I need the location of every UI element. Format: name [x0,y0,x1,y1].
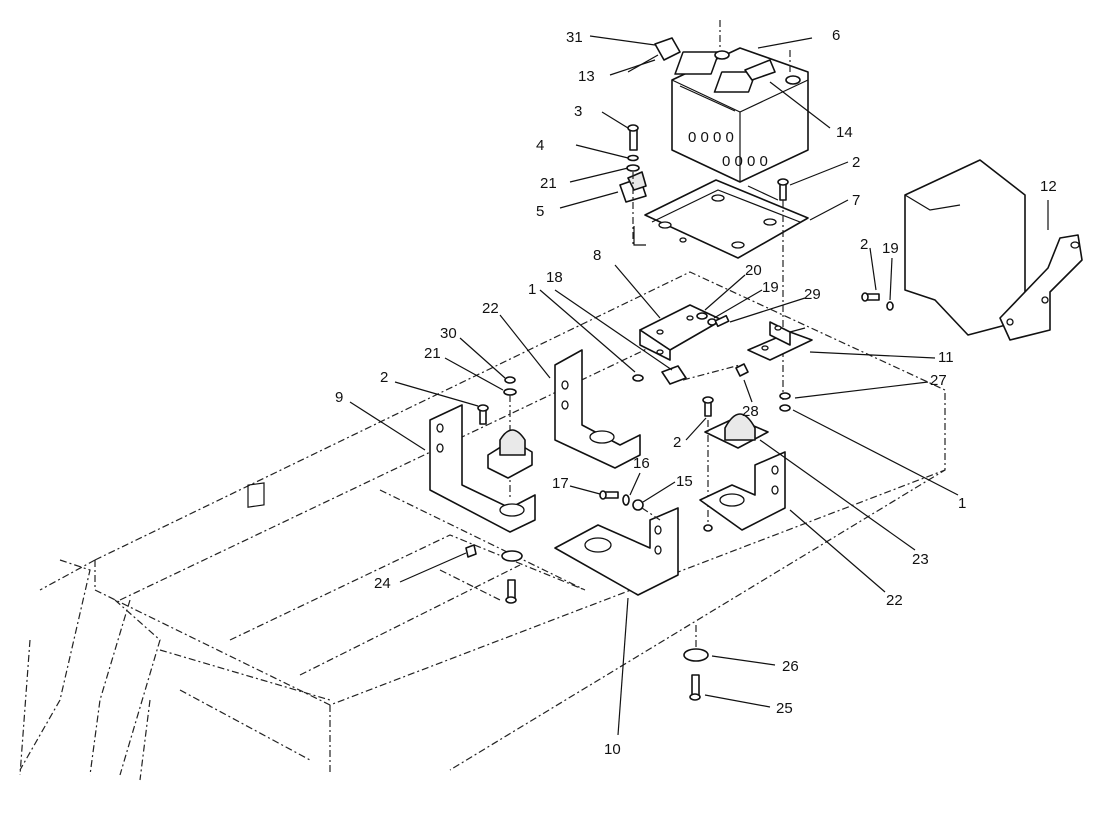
callout-11: 11 [938,349,954,366]
mount-bracket-22b [699,451,786,532]
callout-2: 2 [380,369,388,386]
callout-5: 5 [536,203,544,220]
callout-17: 17 [552,475,569,492]
lower-fasteners [465,544,709,701]
callout-9: 9 [335,389,343,406]
callout-10: 10 [604,741,621,758]
callout-4: 4 [536,137,544,154]
callout-7: 7 [852,192,860,209]
callout-21: 21 [424,345,441,362]
hold-down-clamp [619,124,647,245]
callout-18: 18 [546,269,563,286]
callout-2: 2 [860,236,868,253]
callout-15: 15 [676,473,693,490]
callout-23: 23 [912,551,929,568]
leader-lines [349,35,1049,736]
callout-28: 28 [742,403,759,420]
callout-22: 22 [886,592,903,609]
washer-stack-left [503,376,517,500]
callout-1: 1 [958,495,966,512]
clip-18 [632,364,741,385]
callout-6: 6 [832,27,840,44]
callout-27: 27 [930,372,947,389]
callout-26: 26 [782,658,799,675]
battery: 0 0 0 0 0 0 0 0 [671,47,809,183]
callout-31: 31 [566,29,583,46]
fastener-group-15-17 [599,490,661,521]
cover-12 [904,159,1083,341]
tray-bolt [777,178,789,400]
fastener-group-8 [696,312,730,328]
callout-24: 24 [374,575,391,592]
callout-16: 16 [633,455,650,472]
callout-2: 2 [673,434,681,451]
callout-19: 19 [762,279,779,296]
callout-12: 12 [1040,178,1057,195]
cover-fasteners [861,292,894,311]
callout-19: 19 [882,240,899,257]
callout-labels: 31 13 6 3 4 14 21 2 5 7 12 2 19 8 20 18 … [335,27,1057,758]
washer-stack-right [779,392,791,412]
callout-22: 22 [482,300,499,317]
battery-tray [633,179,809,259]
mount-bracket-10 [554,507,679,596]
callout-20: 20 [745,262,762,279]
nut-28 [735,363,749,377]
isolator-mount-23 [702,396,769,525]
svg-text:0 0 0 0: 0 0 0 0 [722,153,768,170]
callout-25: 25 [776,700,793,717]
callout-13: 13 [578,68,595,85]
svg-text:0 0 0 0: 0 0 0 0 [688,129,734,146]
callout-8: 8 [593,247,601,264]
callout-21: 21 [540,175,557,192]
mount-bracket-8 [639,304,723,361]
callout-14: 14 [836,124,853,141]
mount-bracket-9 [429,404,536,533]
callout-1: 1 [528,281,536,298]
callout-30: 30 [440,325,457,342]
mount-bracket-22a [554,349,641,469]
mount-bracket-11 [747,321,813,361]
callout-29: 29 [804,286,821,303]
battery-cables [627,20,791,81]
callout-3: 3 [574,103,582,120]
isolator-mount-left [477,404,533,479]
callout-2: 2 [852,154,860,171]
chassis-frame [19,271,946,781]
